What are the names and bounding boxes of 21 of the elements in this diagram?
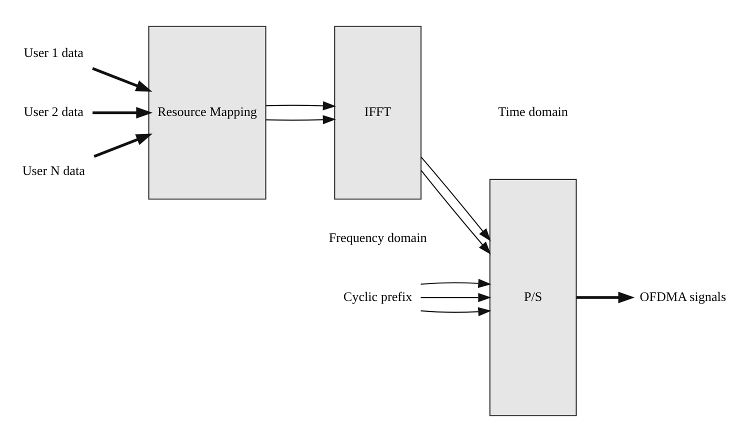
arrow <box>576 291 635 303</box>
node-text: OFDMA signals <box>640 288 726 304</box>
node-text: User 1 data <box>24 44 84 60</box>
arrow <box>266 114 336 124</box>
node-text: Cyclic prefix <box>343 288 412 304</box>
node-box: P/S <box>489 178 577 416</box>
label: Time domain <box>498 104 568 119</box>
node-box: Resource Mapping <box>148 25 266 200</box>
label: Frequency domain <box>328 229 427 244</box>
node-text: User N data <box>22 162 85 178</box>
arrow <box>92 106 153 118</box>
arrow <box>94 133 153 158</box>
arrow <box>420 306 492 316</box>
node-text: User 2 data <box>24 104 84 119</box>
arrow <box>266 100 336 110</box>
arrow <box>420 278 492 288</box>
arrow <box>420 170 491 254</box>
arrow <box>92 66 152 92</box>
arrow <box>420 156 491 241</box>
node-box: IFFT <box>334 25 422 200</box>
arrow <box>420 292 492 302</box>
